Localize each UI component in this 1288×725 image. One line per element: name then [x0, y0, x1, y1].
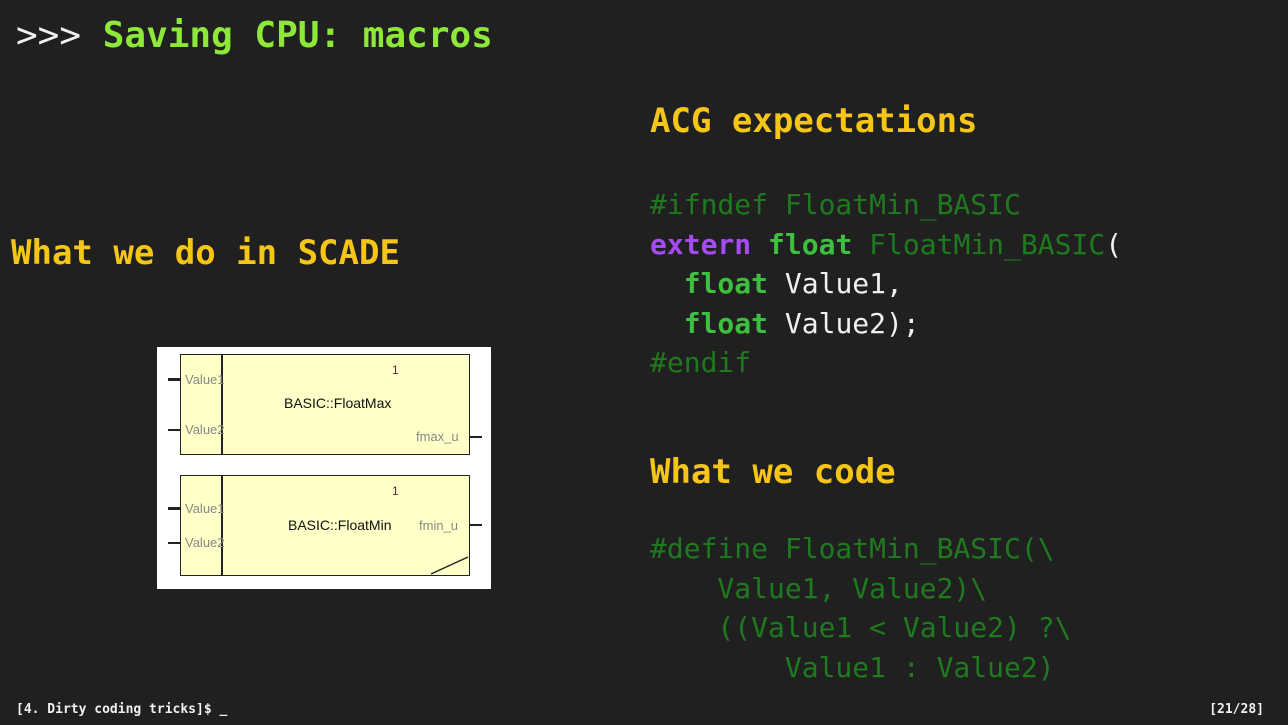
block-divider	[221, 476, 223, 575]
acg-param2-type: float	[683, 306, 769, 340]
floatmin-instance: 1	[392, 484, 399, 498]
acg-param1-type: float	[683, 267, 769, 300]
floatmax-instance: 1	[392, 363, 399, 377]
floatmin-name: BASIC::FloatMin	[288, 517, 392, 533]
floatmin-out-wire	[469, 524, 482, 526]
title-prompt: >>>	[16, 15, 82, 56]
acg-kw-float: float	[768, 227, 853, 261]
code-line: #define FloatMin_BASIC(\	[650, 532, 1055, 565]
floatmin-in2-wire	[168, 542, 181, 544]
our-code-block: #define FloatMin_BASIC(\ Value1, Value2)…	[650, 529, 1071, 687]
floatmax-block: Value1 Value2 1 BASIC::FloatMax fmax_u	[180, 354, 470, 455]
floatmax-input-1: Value1	[185, 372, 225, 387]
acg-line-5: #endif	[650, 346, 752, 379]
floatmin-block: Value1 Value2 1 BASIC::FloatMin fmin_u	[180, 475, 470, 576]
title-text: Saving CPU: macros	[102, 15, 493, 56]
acg-line-1: #ifndef FloatMin_BASIC	[650, 188, 1021, 221]
scade-diagram: Value1 Value2 1 BASIC::FloatMax fmax_u V…	[157, 347, 491, 589]
acg-heading: ACG expectations	[650, 101, 978, 141]
footer-section: [4. Dirty coding tricks]$ _	[16, 702, 228, 717]
acg-kw-extern: extern	[650, 227, 752, 261]
acg-param1-name: Value1,	[784, 267, 903, 300]
code-heading: What we code	[650, 452, 896, 492]
slide-title: >>> Saving CPU: macros	[16, 14, 493, 58]
acg-func-name: FloatMin_BASIC	[869, 227, 1106, 261]
floatmin-input-2: Value2	[185, 535, 225, 550]
scade-heading: What we do in SCADE	[11, 233, 400, 273]
code-line: Value1, Value2)\	[650, 571, 988, 605]
floatmax-in2-wire	[168, 429, 181, 431]
page-counter: [21/28]	[1209, 702, 1264, 717]
floatmin-output: fmin_u	[419, 518, 459, 533]
acg-open-paren: (	[1105, 227, 1123, 261]
floatmax-name: BASIC::FloatMax	[284, 395, 392, 411]
resize-corner-icon	[430, 556, 469, 575]
floatmax-input-2: Value2	[185, 422, 225, 437]
floatmin-in1-wire	[168, 507, 181, 510]
code-line: Value1 : Value2)	[650, 650, 1055, 684]
block-divider	[221, 355, 223, 454]
floatmax-output: fmax_u	[416, 429, 459, 444]
floatmin-input-1: Value1	[185, 501, 225, 516]
floatmax-in1-wire	[168, 378, 181, 381]
acg-param2-name: Value2);	[784, 306, 920, 340]
acg-code-block: #ifndef FloatMin_BASIC extern float Floa…	[650, 185, 1122, 383]
code-line: ((Value1 < Value2) ?\	[650, 611, 1072, 644]
floatmax-out-wire	[469, 436, 482, 438]
